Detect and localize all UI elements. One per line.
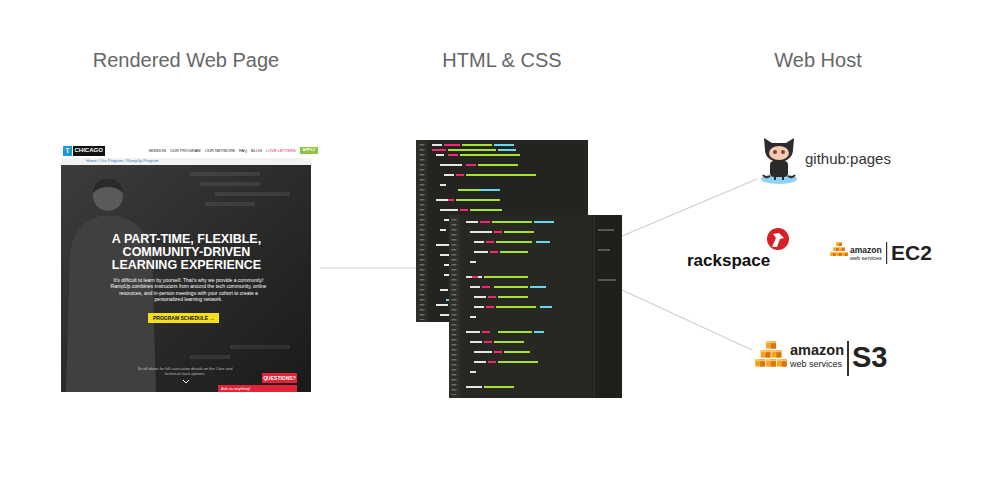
column-heading: Rendered Web Page	[61, 45, 311, 75]
logo-mark: T	[63, 146, 72, 156]
logo-divider	[847, 341, 849, 376]
aws-ec2-logo: amazonweb services EC2	[828, 238, 934, 268]
editor-panel	[449, 215, 622, 398]
logo-figure	[772, 233, 784, 247]
nav-link: FAQ	[239, 149, 247, 154]
code-editor-front	[449, 215, 622, 398]
nav-link: OUR PROGRAM	[170, 149, 201, 154]
breadcrumb: Home / Our Program / RampUp Program	[86, 159, 159, 164]
octocat-head	[764, 138, 794, 162]
logo-text: amazon	[790, 343, 844, 358]
rackspace-logo	[767, 228, 789, 250]
hero-photo	[61, 164, 311, 392]
editor-divider	[594, 215, 595, 398]
aws-s3-logo: amazon web services S3	[752, 338, 889, 380]
logo-text: amazon	[850, 246, 882, 255]
questions-tab: QUESTIONS?	[262, 373, 297, 383]
column-heading: HTML & CSS	[416, 45, 588, 75]
octocat-icon	[761, 138, 797, 184]
octocat-eye	[773, 150, 777, 154]
nav-link: OUR NETWORK	[205, 149, 235, 154]
line-numbers	[420, 144, 425, 320]
connector-line	[622, 290, 752, 350]
connector-line	[622, 179, 757, 236]
schedule-button: PROGRAM SCHEDULE →	[148, 313, 219, 323]
logo-subtext: web services	[790, 360, 842, 369]
connector-line	[320, 267, 416, 268]
hero-paragraph: It's difficult to learn by yourself. Tha…	[106, 277, 271, 302]
apply-button: APPLY	[300, 147, 318, 154]
code-line	[598, 230, 616, 280]
octocat-eye	[781, 150, 785, 154]
logo-subtext: web services	[850, 256, 882, 262]
scroll-note: Scroll down for full curriculum details …	[130, 366, 240, 376]
code-line	[530, 222, 554, 332]
service-name: EC2	[891, 241, 932, 264]
octocat-face	[769, 146, 789, 160]
nav-link: MISSION	[149, 149, 166, 154]
logo-text: rackspace	[687, 252, 770, 271]
screenshot-ground	[61, 143, 311, 392]
editor-gutter	[416, 140, 428, 322]
person-hair	[93, 179, 123, 193]
code-screenshot: HTML & CSS	[416, 45, 622, 398]
line-numbers	[452, 219, 457, 395]
octocat-body	[770, 161, 788, 177]
editor-gutter	[449, 215, 460, 398]
nav-link: LOVE LETTERS	[266, 149, 296, 154]
editor-sidebar	[592, 215, 622, 398]
github-pages-logo: github:pages	[757, 133, 893, 185]
service-name: S3	[852, 342, 887, 374]
code-line	[484, 222, 538, 387]
rackspace-logo: rackspace	[685, 226, 793, 273]
chat-bar: Ask us anything!	[218, 385, 297, 392]
logo-divider	[886, 242, 887, 264]
nav-bar	[61, 143, 311, 158]
logo-circle	[767, 228, 789, 250]
scroll-arrow	[183, 380, 189, 383]
breadcrumb-bar	[61, 158, 311, 165]
nav-link: BLOG	[251, 149, 262, 154]
logo-text: CHICAGO	[73, 146, 105, 156]
logo-text: github:pages	[805, 150, 891, 168]
aws-cubes	[755, 341, 787, 366]
aws-cubes	[830, 242, 848, 256]
webpage-screenshot	[61, 143, 311, 392]
column-heading: Web Host	[718, 45, 918, 75]
webpage-screenshot: Rendered Web PageTCHICAGO MISSION OUR PROG…	[61, 45, 320, 394]
hero-headline: A PART-TIME, FLEXIBLE, COMMUNITY-DRIVEN …	[89, 233, 284, 272]
